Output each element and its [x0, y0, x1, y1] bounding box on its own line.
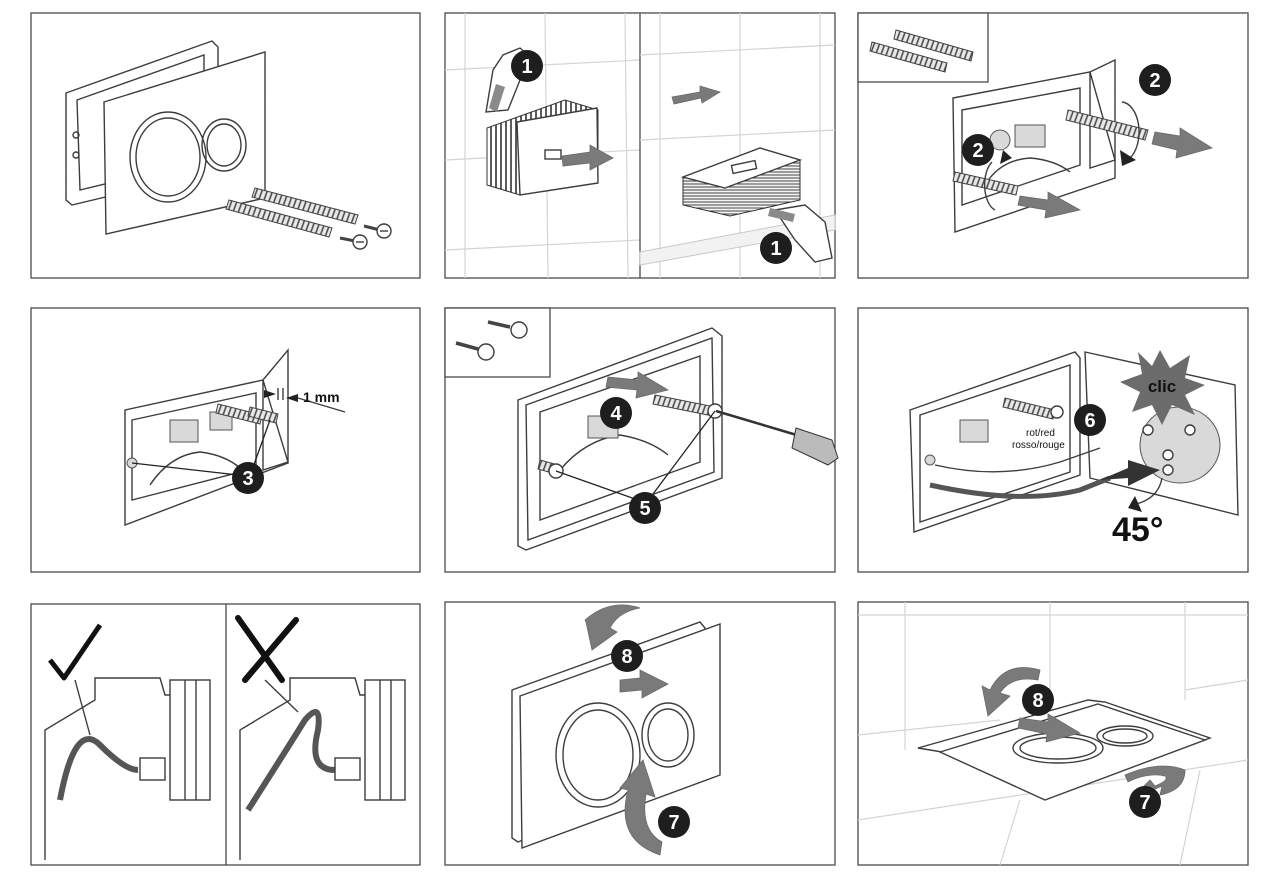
step-7-badge-b: 7 — [1129, 786, 1161, 818]
step-6-label: 6 — [1084, 410, 1095, 432]
gap-label: 1 mm — [303, 389, 340, 405]
cartridge-horizontal — [680, 147, 803, 217]
rotate-arrow-9-top — [981, 667, 1041, 717]
push-arrow — [561, 144, 614, 171]
step-7-label: 7 — [668, 812, 679, 834]
rotate-arrow-bottom — [983, 161, 996, 211]
panel-break-tabs: 1 1 — [444, 12, 836, 279]
angle-label: 45° — [1112, 511, 1163, 549]
rotate-arrow-7 — [619, 759, 663, 856]
step-4-label: 4 — [610, 403, 622, 425]
clic-label: clic — [1148, 377, 1176, 396]
screws — [339, 223, 392, 250]
step-3-badge: 3 — [232, 462, 264, 494]
step-8-label: 8 — [621, 646, 632, 668]
insert-arrow-bottom — [1017, 191, 1082, 219]
tile-grid-left — [444, 12, 641, 279]
step-1-badge-b: 1 — [760, 232, 792, 264]
panel-attach-plate: 8 7 — [444, 601, 836, 866]
step-7-badge: 7 — [658, 806, 690, 838]
insert-arrow-top — [1151, 127, 1213, 159]
check-mark-icon — [48, 623, 103, 681]
step-4-badge: 4 — [600, 397, 632, 429]
correct-routing — [44, 623, 211, 860]
panel-fix-frame: 4 5 — [444, 307, 839, 573]
step-8-badge-b: 8 — [1022, 684, 1054, 716]
flush-plate-2 — [519, 623, 721, 849]
panel-insert-rods: 2 2 — [857, 12, 1249, 279]
screws-inset — [444, 307, 551, 378]
screwdriver-icon — [715, 409, 839, 466]
slide-arrow-4 — [605, 371, 670, 399]
cross-mark-icon — [235, 615, 299, 683]
step-2-badge-left: 2 — [962, 134, 994, 166]
step-8-label-b: 8 — [1032, 690, 1043, 712]
push-arrow-6 — [1100, 460, 1160, 486]
step-1-label-b: 1 — [770, 238, 781, 260]
panel-hose-routing — [30, 603, 421, 866]
threaded-rods — [225, 187, 359, 238]
step-7-label-b: 7 — [1139, 792, 1150, 814]
rotate-arrow-8 — [584, 604, 641, 651]
step-2-badge-top: 2 — [1139, 64, 1171, 96]
panel-installed-result: 8 7 — [857, 601, 1249, 866]
cartridge-vertical — [486, 99, 599, 196]
rotate-arrow-top — [1121, 101, 1140, 159]
slide-arrow-9 — [1017, 713, 1082, 743]
wrong-routing — [235, 615, 406, 860]
cistern-frame-2 — [124, 348, 289, 527]
step-1-badge: 1 — [511, 50, 543, 82]
flush-plate-3 — [938, 703, 1208, 801]
panel-gap-adjust: 1 mm 3 — [30, 307, 421, 573]
step-6-badge: 6 — [1074, 404, 1106, 436]
mounting-frame-2 — [517, 327, 723, 551]
slide-arrow — [671, 85, 721, 105]
clic-burst — [1120, 350, 1205, 425]
step-5-badge: 5 — [629, 492, 661, 524]
wire-color-label-1: rot/red — [1026, 428, 1055, 439]
step-2-label-left: 2 — [972, 140, 983, 162]
step-3-label: 3 — [242, 468, 253, 490]
panel-parts-overview — [30, 12, 421, 279]
step-2-label-top: 2 — [1149, 70, 1160, 92]
step-8-badge: 8 — [611, 640, 643, 672]
panel-connect-hose: clic rot/red rosso/rouge 45° 6 — [857, 307, 1249, 573]
slide-arrow-8 — [619, 669, 669, 699]
wire-color-label-2: rosso/rouge — [1012, 440, 1065, 451]
step-1-label: 1 — [521, 56, 532, 78]
step-5-label: 5 — [639, 498, 650, 520]
